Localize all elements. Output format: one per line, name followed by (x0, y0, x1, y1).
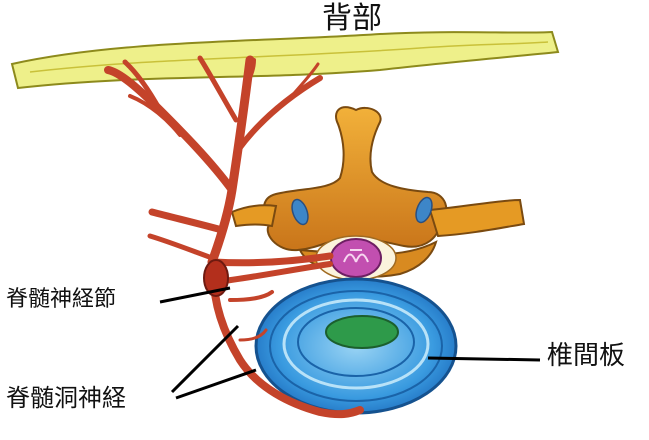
title-label: 背部 (322, 1, 382, 36)
leader-sinuvertebral-2 (175, 368, 257, 400)
nucleus-pulposus (325, 315, 399, 349)
spinal-ganglion (203, 259, 229, 297)
back-fat-layer (10, 30, 560, 90)
disc-label: 椎間板 (547, 341, 626, 371)
right-facet-joint (415, 196, 433, 224)
leader-ganglion (159, 286, 231, 304)
left-facet-joint (291, 198, 309, 226)
ganglion-label: 脊髄神経節 (6, 287, 117, 312)
leader-disc (427, 356, 541, 362)
sinuvertebral-nerve-label: 脊髄洞神経 (6, 384, 126, 412)
leader-sinuvertebral-1 (170, 324, 240, 394)
nerve-tree (104, 55, 364, 419)
spinal-cord (330, 238, 382, 278)
